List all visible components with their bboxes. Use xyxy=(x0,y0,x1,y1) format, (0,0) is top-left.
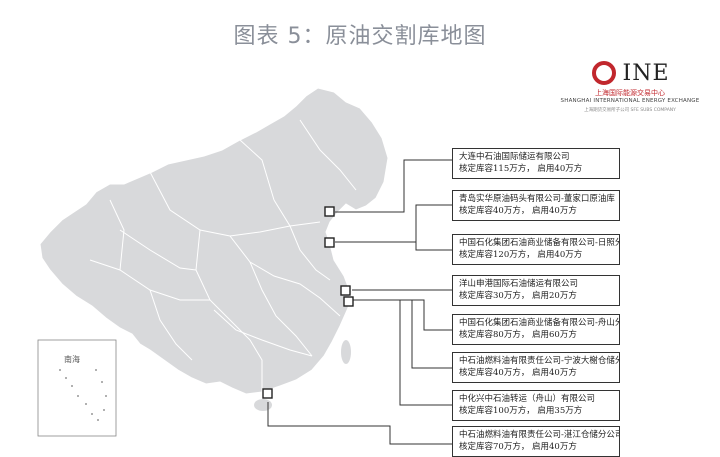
warehouse-box-rizhao: 中国石化集团石油商业储备有限公司-日照分公司 核定库容120万方， 启用40万方 xyxy=(452,234,620,265)
warehouse-company: 中化兴中石油转运（舟山）有限公司 xyxy=(459,394,596,404)
warehouse-company: 青岛实华原油码头有限公司-董家口原油库 xyxy=(459,194,615,204)
warehouse-markers xyxy=(262,206,354,399)
ine-logo-icon xyxy=(591,61,616,85)
connector-lines xyxy=(267,159,452,445)
china-mainland xyxy=(39,87,389,395)
ine-logo-en: SHANGHAI INTERNATIONAL ENERGY EXCHANGE xyxy=(560,98,700,104)
map-title: 图表 5：原油交割库地图 xyxy=(233,24,487,49)
ine-logo-sub: 上海期货交易所子公司 SFE SUBS COMPANY xyxy=(584,108,676,113)
warehouse-detail: 核定库容80万方， 启用60万方 xyxy=(459,330,577,340)
warehouse-company: 中石油燃料油有限责任公司-湛江仓储分公司 xyxy=(459,430,620,440)
taiwan-island xyxy=(341,340,351,364)
warehouse-detail: 核定库容115万方， 启用40万方 xyxy=(459,164,583,174)
ine-logo-cn: 上海国际能源交易中心 xyxy=(595,89,665,97)
warehouse-box-yangshan: 洋山申港国际石油储运有限公司 核定库容30万方， 启用20万方 xyxy=(452,275,620,306)
marker-zhanjiang xyxy=(262,388,273,399)
warehouse-box-dalian: 大连中石油国际储运有限公司 核定库容115万方， 启用40万方 xyxy=(452,148,620,179)
marker-yangshan xyxy=(340,285,351,296)
hainan-island xyxy=(254,399,272,411)
south-china-sea-inset xyxy=(37,339,117,437)
warehouse-company: 中国石化集团石油商业储备有限公司-舟山分公司 xyxy=(459,318,619,328)
marker-dalian xyxy=(324,206,335,217)
warehouse-box-zhonghua-zhoushan: 中化兴中石油转运（舟山）有限公司 核定库容100万方， 启用35万方 xyxy=(452,390,620,421)
warehouse-box-zhoushan: 中国石化集团石油商业储备有限公司-舟山分公司 核定库容80万方， 启用60万方 xyxy=(452,314,620,345)
ine-logo: INE 上海国际能源交易中心 SHANGHAI INTERNATIONAL EN… xyxy=(560,60,700,114)
warehouse-company: 中石油燃料油有限责任公司-宁波大榭仓储分公司 xyxy=(459,356,619,366)
warehouse-detail: 核定库容120万方， 启用40万方 xyxy=(459,250,583,260)
warehouse-company: 洋山申港国际石油储运有限公司 xyxy=(459,279,579,289)
province-borders xyxy=(89,119,357,392)
inset-islands xyxy=(59,369,107,421)
warehouse-detail: 核定库容40万方， 启用40万方 xyxy=(459,206,577,216)
warehouse-detail: 核定库容70万方， 启用40万方 xyxy=(459,442,577,452)
warehouse-company: 中国石化集团石油商业储备有限公司-日照分公司 xyxy=(459,238,619,248)
inset-label: 南海 xyxy=(64,355,80,364)
marker-qingdao-rizhao xyxy=(324,237,335,248)
warehouse-detail: 核定库容100万方， 启用35万方 xyxy=(459,406,583,416)
warehouse-box-zhanjiang: 中石油燃料油有限责任公司-湛江仓储分公司 核定库容70万方， 启用40万方 xyxy=(452,426,620,457)
warehouse-detail: 核定库容40万方， 启用40万方 xyxy=(459,368,577,378)
ine-logo-text: INE xyxy=(622,60,670,86)
warehouse-detail: 核定库容30万方， 启用20万方 xyxy=(459,291,577,301)
warehouse-company: 大连中石油国际储运有限公司 xyxy=(459,152,570,162)
marker-zhoushan xyxy=(343,296,354,307)
warehouse-box-ningbo: 中石油燃料油有限责任公司-宁波大榭仓储分公司 核定库容40万方， 启用40万方 xyxy=(452,352,620,383)
warehouse-box-qingdao: 青岛实华原油码头有限公司-董家口原油库 核定库容40万方， 启用40万方 xyxy=(452,190,620,221)
